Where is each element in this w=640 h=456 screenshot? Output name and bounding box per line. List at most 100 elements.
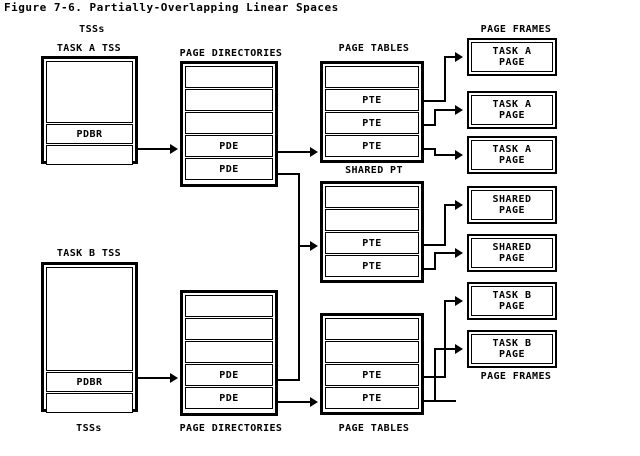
page-frame-6[interactable]: TASK B PAGE: [467, 330, 557, 368]
pte-cell: [325, 318, 419, 340]
pte-cell-2[interactable]: PTE: [325, 232, 419, 254]
tss-cell-pdbr[interactable]: PDBR: [46, 372, 133, 392]
label-page-directories-top: PAGE DIRECTORIES: [179, 48, 283, 59]
page-frame-line2: PAGE: [498, 349, 526, 360]
page-frame-inner: SHARED PAGE: [471, 238, 553, 268]
arrow-pde-b4-to-pt-b: [310, 397, 318, 407]
connector-pte-a2-seg2: [434, 110, 436, 126]
pde-cell-3[interactable]: PDE: [185, 135, 273, 157]
pde-cell: [185, 295, 273, 317]
page-frame-line2: PAGE: [498, 57, 526, 68]
page-frame-line2: PAGE: [498, 301, 526, 312]
page-frame-5[interactable]: TASK B PAGE: [467, 282, 557, 320]
pde-cell: [185, 318, 273, 340]
label-tsss-bottom: TSSs: [76, 423, 102, 434]
arrow-frame-1: [455, 105, 463, 115]
tss-cell-pdbr[interactable]: PDBR: [46, 124, 133, 144]
page-frame-1[interactable]: TASK A PAGE: [467, 91, 557, 129]
connector-pde-a4-seg2: [298, 173, 300, 247]
tss-cell: [46, 393, 133, 413]
connector-pte-b2-seg3: [444, 300, 458, 302]
connector-pdbr-b-to-pd-b: [138, 377, 172, 379]
label-shared-pt: SHARED PT: [345, 165, 403, 176]
pde-cell-4[interactable]: PDE: [185, 158, 273, 180]
pte-cell-3[interactable]: PTE: [325, 387, 419, 409]
label-page-tables-top: PAGE TABLES: [338, 43, 410, 54]
pde-cell-4[interactable]: PDE: [185, 387, 273, 409]
connector-pte-a1-seg2: [444, 57, 446, 102]
connector-pte-a2-seg1: [424, 124, 436, 126]
page-frame-line2: PAGE: [498, 205, 526, 216]
pte-cell-3[interactable]: PTE: [325, 255, 419, 277]
connector-pte-a1-seg1: [424, 100, 446, 102]
page-table-b-structure: PTE PTE: [320, 313, 424, 415]
connector-pde-b4-to-pt-b: [278, 401, 312, 403]
page-frame-2[interactable]: TASK A PAGE: [467, 136, 557, 174]
page-frame-inner: TASK A PAGE: [471, 140, 553, 170]
task-b-tss-structure: PDBR: [41, 262, 138, 413]
arrow-frame-0: [455, 52, 463, 62]
label-task-a-tss: TASK A TSS: [56, 43, 122, 54]
pde-cell: [185, 89, 273, 111]
figure-title: Figure 7-6. Partially-Overlapping Linear…: [4, 1, 339, 14]
connector-pte-a3-seg1: [424, 148, 436, 150]
arrow-pde-a3-to-pt-a: [310, 147, 318, 157]
page-table-a-structure: PTE PTE PTE: [320, 61, 424, 163]
shared-page-table-structure: PTE PTE: [320, 181, 424, 283]
pde-cell: [185, 112, 273, 134]
tss-cell: [46, 145, 133, 165]
page-frame-inner: TASK A PAGE: [471, 42, 553, 72]
label-page-directories-bottom: PAGE DIRECTORIES: [179, 423, 283, 434]
connector-pde-a4-seg3: [298, 245, 312, 247]
pte-cell-2[interactable]: PTE: [325, 112, 419, 134]
arrow-pdbr-a-to-pd-a: [170, 144, 178, 154]
page-frame-line1: TASK A: [492, 98, 532, 110]
connector-shared-pte1-seg2: [444, 205, 446, 246]
arrow-frame-4: [455, 248, 463, 258]
arrow-frame-2: [455, 150, 463, 160]
arrow-frame-6: [455, 344, 463, 354]
connector-pdbr-a-to-pd-a: [138, 148, 172, 150]
page-frame-4[interactable]: SHARED PAGE: [467, 234, 557, 272]
pte-cell-1[interactable]: PTE: [325, 89, 419, 111]
tss-cell: [46, 61, 133, 123]
label-page-frames-top: PAGE FRAMES: [480, 24, 552, 35]
connector-pte-a1-seg3: [444, 56, 458, 58]
page-frame-inner: TASK B PAGE: [471, 286, 553, 316]
label-page-frames-bottom: PAGE FRAMES: [480, 371, 552, 382]
connector-pde-a4-seg1: [278, 173, 300, 175]
page-frame-line1: TASK A: [492, 45, 532, 57]
arrow-frame-5: [455, 296, 463, 306]
connector-pde-a3-to-pt-a: [278, 151, 312, 153]
page-frame-0[interactable]: TASK A PAGE: [467, 38, 557, 76]
pte-cell: [325, 341, 419, 363]
page-frame-line1: SHARED: [492, 193, 532, 205]
connector-pte-b2-seg2: [444, 301, 446, 378]
pde-cell: [185, 66, 273, 88]
page-frame-line1: SHARED: [492, 241, 532, 253]
pte-cell: [325, 186, 419, 208]
label-tsss-top: TSSs: [79, 24, 105, 35]
page-frame-line1: TASK B: [492, 289, 532, 301]
connector-pde-b3-seg2: [298, 245, 300, 381]
connector-shared-pte1-seg3: [444, 204, 458, 206]
connector-pte-b3-seg1: [424, 400, 456, 402]
task-a-tss-structure: PDBR: [41, 56, 138, 165]
page-frame-line2: PAGE: [498, 253, 526, 264]
page-frame-line1: TASK B: [492, 337, 532, 349]
connector-shared-pte2-seg2: [434, 253, 436, 270]
page-frame-line1: TASK A: [492, 143, 532, 155]
connector-pte-a2-seg3: [434, 109, 458, 111]
page-frame-3[interactable]: SHARED PAGE: [467, 186, 557, 224]
pte-cell-3[interactable]: PTE: [325, 135, 419, 157]
pde-cell-3[interactable]: PDE: [185, 364, 273, 386]
page-frame-inner: TASK B PAGE: [471, 334, 553, 364]
page-directory-a-structure: PDE PDE: [180, 61, 278, 187]
arrow-frame-3: [455, 200, 463, 210]
page-frame-line2: PAGE: [498, 110, 526, 121]
connector-pte-a3-seg2: [434, 148, 436, 156]
page-frame-inner: SHARED PAGE: [471, 190, 553, 220]
connector-pte-b3-seg2: [434, 349, 436, 402]
connector-pte-a3-seg3: [434, 154, 458, 156]
pte-cell-2[interactable]: PTE: [325, 364, 419, 386]
